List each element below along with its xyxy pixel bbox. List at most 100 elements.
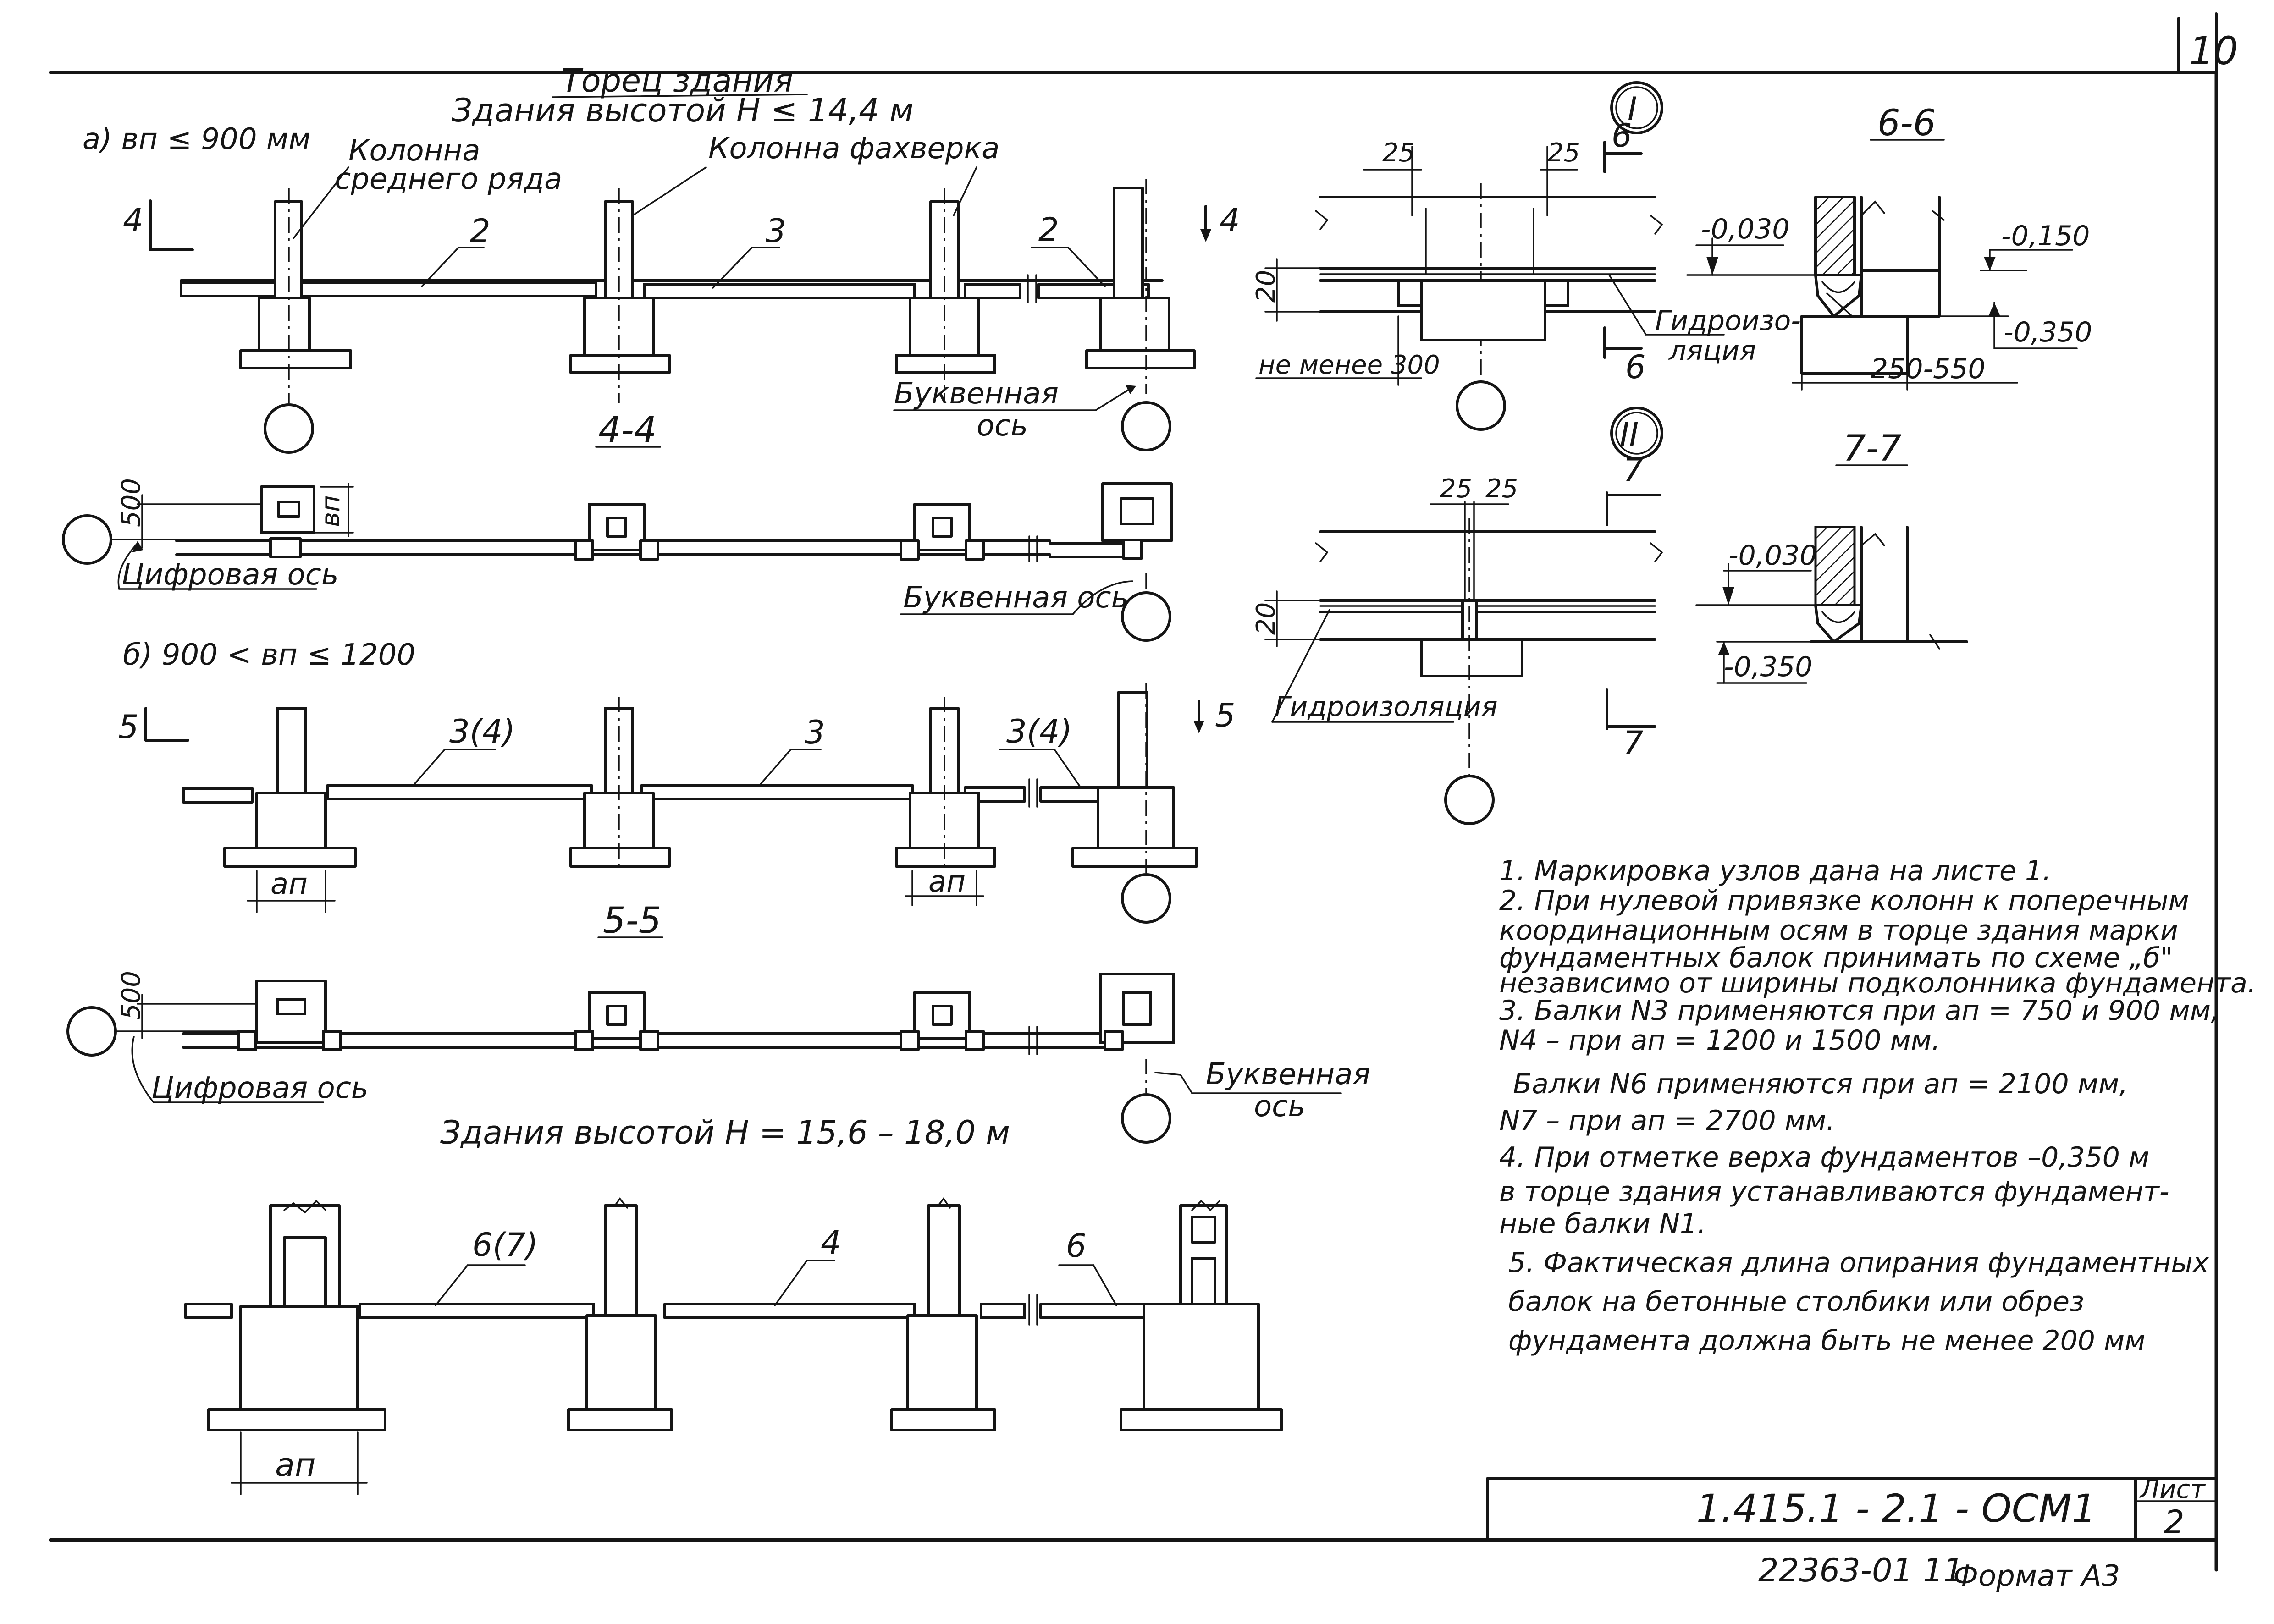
note-line-2: 2. При нулевой привязке колонн к попереч… [1499,885,2189,917]
dim-offset-500-a: 500 [116,478,146,527]
height-group-1: Здания высотой H ≤ 14,4 м [452,92,914,129]
letter-axis-label-2: ось [977,409,1028,443]
note-line-11: в торце здания устанавливаются фундамент… [1499,1176,2169,1208]
node-1-roman: I [1628,90,1637,128]
node-2-cut-mark-top: 7 [1623,451,1644,489]
scheme-a-label: а) вп ≤ 900 мм [83,122,310,156]
section-title-4-4: 4-4 [598,410,657,451]
dim-offset-500-b: 500 [116,971,146,1020]
plan-5-5: 500 Цифровая ось Буквенная ось [66,971,1370,1144]
letter-axis-label-1: Буквенная [894,377,1059,411]
note-line-10: 4. При отметке верха фундаментов –0,350 … [1499,1141,2149,1173]
note-line-8: Балки N6 применяются при ап = 2100 мм, [1513,1068,2128,1100]
plan-4-4: 500 вп Цифровая ось Буквенная ось [62,478,1173,642]
digital-axis-label-5: Цифровая ось [151,1071,369,1105]
letter-axis-label-5a: Буквенная [1206,1057,1370,1091]
title-block: 1.415.1 - 2.1 - ОСМ1 Лист 2 [1486,1475,2218,1541]
node-1-dim-left: 25 [1382,138,1415,168]
note-line-5: независимо от ширины подколонника фундам… [1499,967,2256,999]
note-line-15: фундамента должна быть не менее 200 мм [1508,1325,2146,1357]
node-1-cut-mark-bottom: 6 [1625,348,1646,386]
beam-mark-3-4-right: 3(4) [1006,713,1072,750]
note-line-3: координационным осям в торце здания марк… [1499,914,2178,947]
node-1-min-support: не менее 300 [1258,350,1440,380]
node-1-dim-height: 20 [1251,270,1281,303]
beam-mark-4: 4 [821,1224,841,1261]
scheme-b-elevation: б) 900 < вп ≤ 1200 5 5 3(4) 3 [118,638,1236,941]
node-1-cut-mark-top: 6 [1612,117,1632,154]
dim-a-scheme-c: ап [275,1446,316,1484]
axis-circle-letter-plan-4 [1121,591,1171,642]
col-framework-label: Колонна фахверка [708,132,999,165]
scheme-c-elevation: Здания высотой H = 15,6 – 18,0 м 6 [184,1114,1283,1495]
axis-circle-digital-a [264,403,314,454]
beam-4 [663,1303,916,1319]
beam-6-7 [359,1303,595,1319]
node-1-waterproofing-1: Гидроизо- [1655,305,1801,337]
section-title-7-7: 7-7 [1843,428,1901,469]
note-line-13: 5. Фактическая длина опирания фундаментн… [1508,1247,2209,1279]
node-2-dim-right: 25 [1485,474,1518,504]
section-7-level-bottom: -0,350 [1724,651,1812,683]
beam-mark-3: 3 [766,212,786,250]
node-2-roman: II [1620,416,1639,453]
sheet-corner-number: 10 [2189,28,2238,73]
section-4-mark-right: 4 [1220,202,1240,239]
note-line-14: балок на бетонные столбики или обрез [1508,1286,2084,1318]
axis-circle-letter-b [1121,873,1171,924]
note-line-12: ные балки N1. [1499,1208,1706,1240]
section-5-mark-left: 5 [118,708,139,746]
axis-circle-letter-a [1121,401,1171,451]
beam-mark-3-b: 3 [805,714,825,751]
dim-a-scheme-b-2: ап [928,865,966,899]
sheet-format: Формат А3 [1953,1559,2120,1593]
section-6-level-b: -0,350 [2004,316,2092,348]
beam-3-4-left [326,784,593,800]
end-wall-header: Торец здания Здания высотой H ≤ 14,4 м [452,62,914,129]
col-middle-label-1: Колонна [348,134,480,168]
node-2-dim-left: 25 [1440,474,1472,504]
col-middle-label-2: среднего ряда [335,162,562,196]
inventory-number: 22363-01 11 [1758,1552,1964,1589]
beam-2-left [292,281,597,297]
section-6-level-top: -0,030 [1701,213,1789,245]
height-group-2: Здания высотой H = 15,6 – 18,0 м [440,1114,1010,1151]
column-corner [1113,187,1144,299]
beam-mark-6: 6 [1066,1227,1087,1265]
section-4-mark-left: 4 [123,202,144,239]
note-line-9: N7 – при ап = 2700 мм. [1499,1105,1835,1137]
node-1-detail: I 25 25 20 не менее 300 Гидроизо- ляция [1251,81,1801,431]
section-6-width-range: 250-550 [1871,353,1986,385]
section-title-6-6: 6-6 [1877,103,1936,144]
scheme-b-label: б) 900 < вп ≤ 1200 [123,638,415,672]
beam-3-mid [640,784,914,800]
note-line-6: 3. Балки N3 применяются при ап = 750 и 9… [1499,995,2219,1027]
section-6-6: 6-6 -0,030 -0,150 -0,350 250-550 [1686,103,2092,391]
digital-axis-label-4: Цифровая ось [121,558,339,592]
sheet-number: 2 [2164,1503,2185,1541]
node-2-cut-mark-bottom: 7 [1623,724,1644,762]
note-line-1: 1. Маркировка узлов дана на листе 1. [1499,855,2051,887]
beam-3 [643,283,916,299]
section-title-5-5: 5-5 [603,900,661,941]
section-6-level-a: -0,150 [2001,220,2090,252]
beam-mark-3-4-left: 3(4) [449,713,515,750]
sheet-label: Лист [2139,1475,2206,1504]
axis-circle-digital-plan-5 [66,1006,117,1057]
axis-circle-digital-plan-4 [62,514,112,565]
beam-6 [1039,1303,1145,1319]
beam-mark-2-left: 2 [470,212,491,250]
beam-mark-6-7: 6(7) [472,1226,538,1264]
section-7-level-top: -0,030 [1728,539,1817,572]
section-7-7: 7-7 -0,030 -0,350 [1695,428,1968,684]
node-2-dim-height: 20 [1251,602,1281,635]
beam-mark-2-right: 2 [1038,211,1059,248]
end-wall-title: Торец здания [562,62,793,99]
letter-axis-label-4: Буквенная ось [903,581,1128,615]
note-line-4: фундаментных балок принимать по схеме „б… [1499,942,2173,974]
node-2-waterproofing: Гидроизоляция [1275,691,1498,723]
node-1-dim-right: 25 [1547,138,1580,168]
dim-a-scheme-b-1: ап [270,867,308,901]
beam-3-4-right [1039,786,1099,803]
